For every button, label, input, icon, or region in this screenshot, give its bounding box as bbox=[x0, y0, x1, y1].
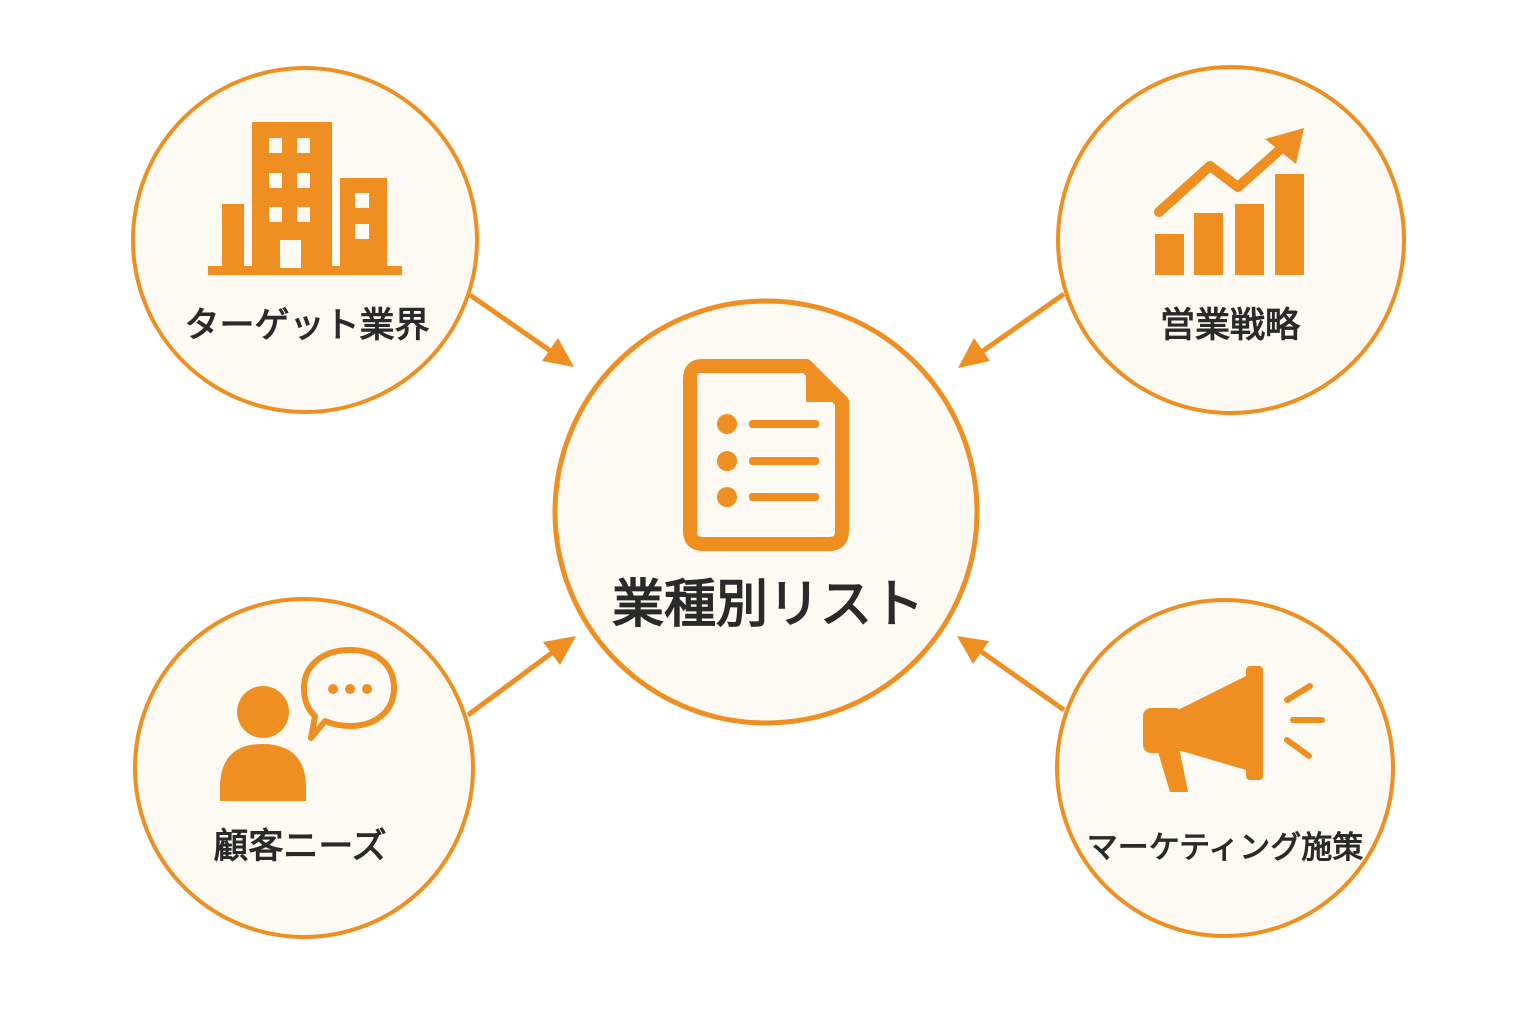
node-label-target-industry: ターゲット業界 bbox=[184, 306, 429, 346]
person-speech-icon bbox=[220, 647, 397, 801]
node-marketing-measures: マーケティング施策 bbox=[1055, 598, 1395, 938]
connector-sales-strategy bbox=[958, 291, 1066, 368]
node-sales-strategy: 営業戦略 bbox=[1056, 65, 1406, 415]
node-label-marketing-measures: マーケティング施策 bbox=[1087, 830, 1364, 866]
growth-chart-icon bbox=[1154, 128, 1304, 275]
megaphone-icon bbox=[1143, 666, 1325, 792]
document-list-icon bbox=[683, 359, 849, 551]
node-target-industry: ターゲット業界 bbox=[131, 66, 479, 414]
connector-customer-needs bbox=[466, 636, 576, 718]
node-label-sales-strategy: 営業戦略 bbox=[1160, 306, 1301, 346]
center-label: 業種別リスト bbox=[612, 575, 924, 635]
connector-marketing-measures bbox=[957, 636, 1066, 713]
building-icon bbox=[208, 122, 402, 275]
center-node: 業種別リスト bbox=[552, 298, 980, 726]
node-customer-needs: 顧客ニーズ bbox=[133, 597, 475, 939]
connector-target-industry bbox=[468, 292, 574, 367]
node-label-customer-needs: 顧客ニーズ bbox=[213, 826, 386, 867]
